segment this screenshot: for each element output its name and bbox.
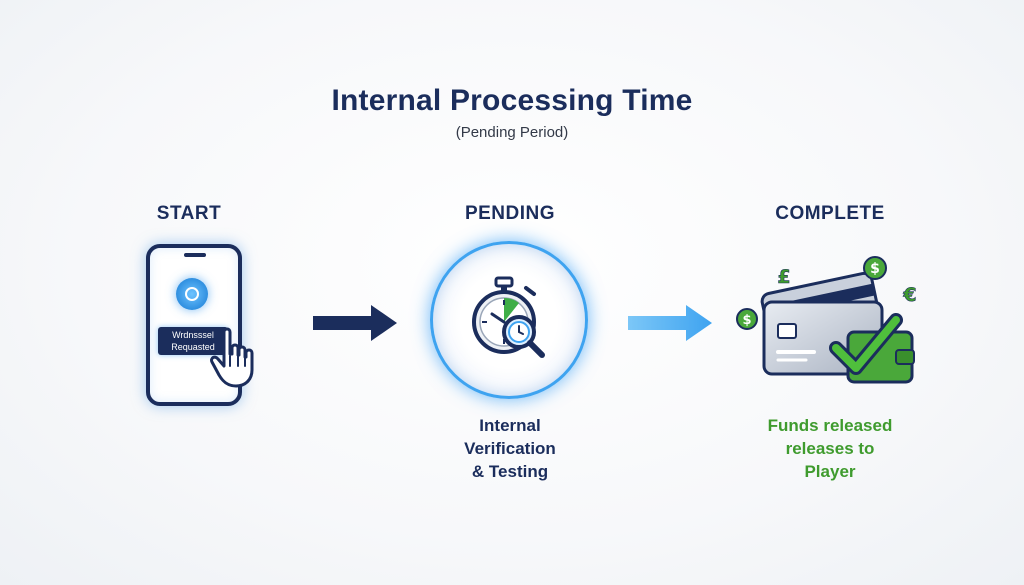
pound-symbol: £ <box>777 266 790 288</box>
diagram-subtitle: (Pending Period) <box>455 124 569 141</box>
stage-label-start: START <box>156 203 222 224</box>
arrow-pending-to-complete <box>628 305 712 341</box>
pending-circle <box>430 241 588 399</box>
pound-coin-icon: £ <box>777 266 791 288</box>
button-line-1: Wrdnsssel <box>172 330 214 340</box>
stopwatch-magnifier-icon <box>472 276 545 358</box>
dollar-symbol-top: $ <box>870 261 880 277</box>
complete-description: Funds released releases to Player <box>730 414 930 483</box>
app-circle-icon <box>176 278 208 310</box>
complete-desc-line-3: Player <box>804 462 856 481</box>
euro-coin-icon: € <box>902 284 917 306</box>
hand-pointer-icon <box>210 327 254 388</box>
complete-desc-line-1: Funds released <box>767 416 893 435</box>
dollar-coin-icon-top: $ <box>863 256 887 280</box>
stage-label-complete: COMPLETE <box>775 203 885 224</box>
stage-label-pending: PENDING <box>464 203 556 224</box>
diagram-title: Internal Processing Time <box>331 84 693 117</box>
complete-desc-line-2: releases to <box>785 439 875 458</box>
pending-desc-line-1: Internal <box>479 416 541 435</box>
withdrawal-requested-button: Wrdnsssel Requasted <box>158 327 228 355</box>
button-line-2: Requasted <box>171 342 215 352</box>
credit-cards-checkmark-icon <box>760 271 915 384</box>
dollar-coin-icon-left: $ <box>736 308 758 330</box>
phone-notch <box>184 253 206 257</box>
arrow-start-to-pending <box>313 305 397 341</box>
phone-icon: Wrdnsssel Requasted <box>146 244 242 406</box>
pending-desc-line-3: & Testing <box>471 462 549 481</box>
dollar-symbol-left: $ <box>742 313 751 328</box>
pending-desc-line-2: Verification <box>464 439 556 458</box>
euro-symbol: € <box>902 284 916 306</box>
pending-description: Internal Verification & Testing <box>410 414 610 483</box>
